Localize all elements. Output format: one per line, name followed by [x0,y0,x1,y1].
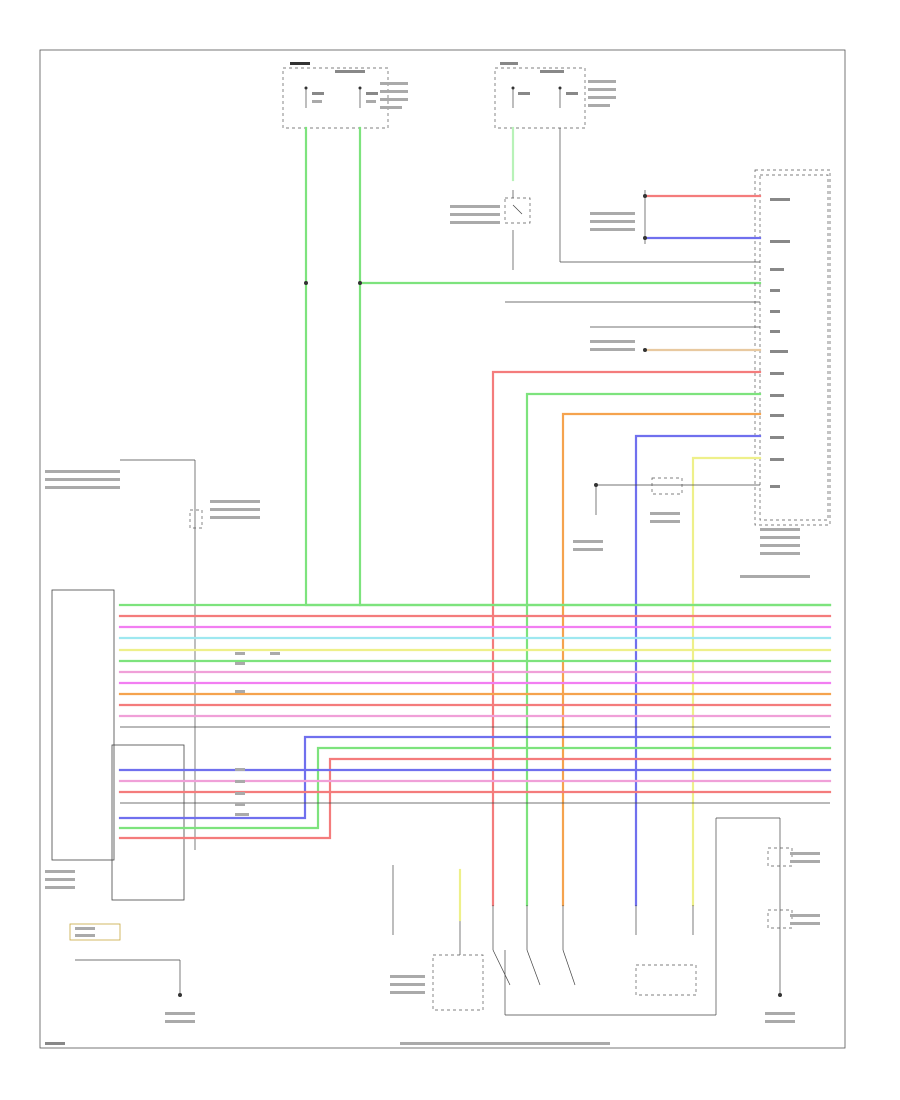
page-marker [45,1042,65,1045]
wire-orange-switch-line [561,412,762,907]
sensor-block-top-right [590,190,762,244]
wire-blue-switch-line [634,434,762,907]
fuse-box-right [494,62,616,129]
wire-yellow-switch-line [691,456,762,907]
ground-right [765,818,820,1023]
harness-bus [118,603,832,728]
switch-assembly-bottom [390,817,780,1045]
control-unit-left [45,459,260,901]
relay-switch [450,190,531,224]
diagram-frame [39,49,846,1049]
connector-block-right [740,169,831,578]
fuse-box-left [282,62,408,129]
wire-green-switch-line [525,392,762,907]
harness-bus-lower [118,735,832,840]
ground-left [69,923,195,1023]
wire-green-trunk-left [304,126,832,607]
